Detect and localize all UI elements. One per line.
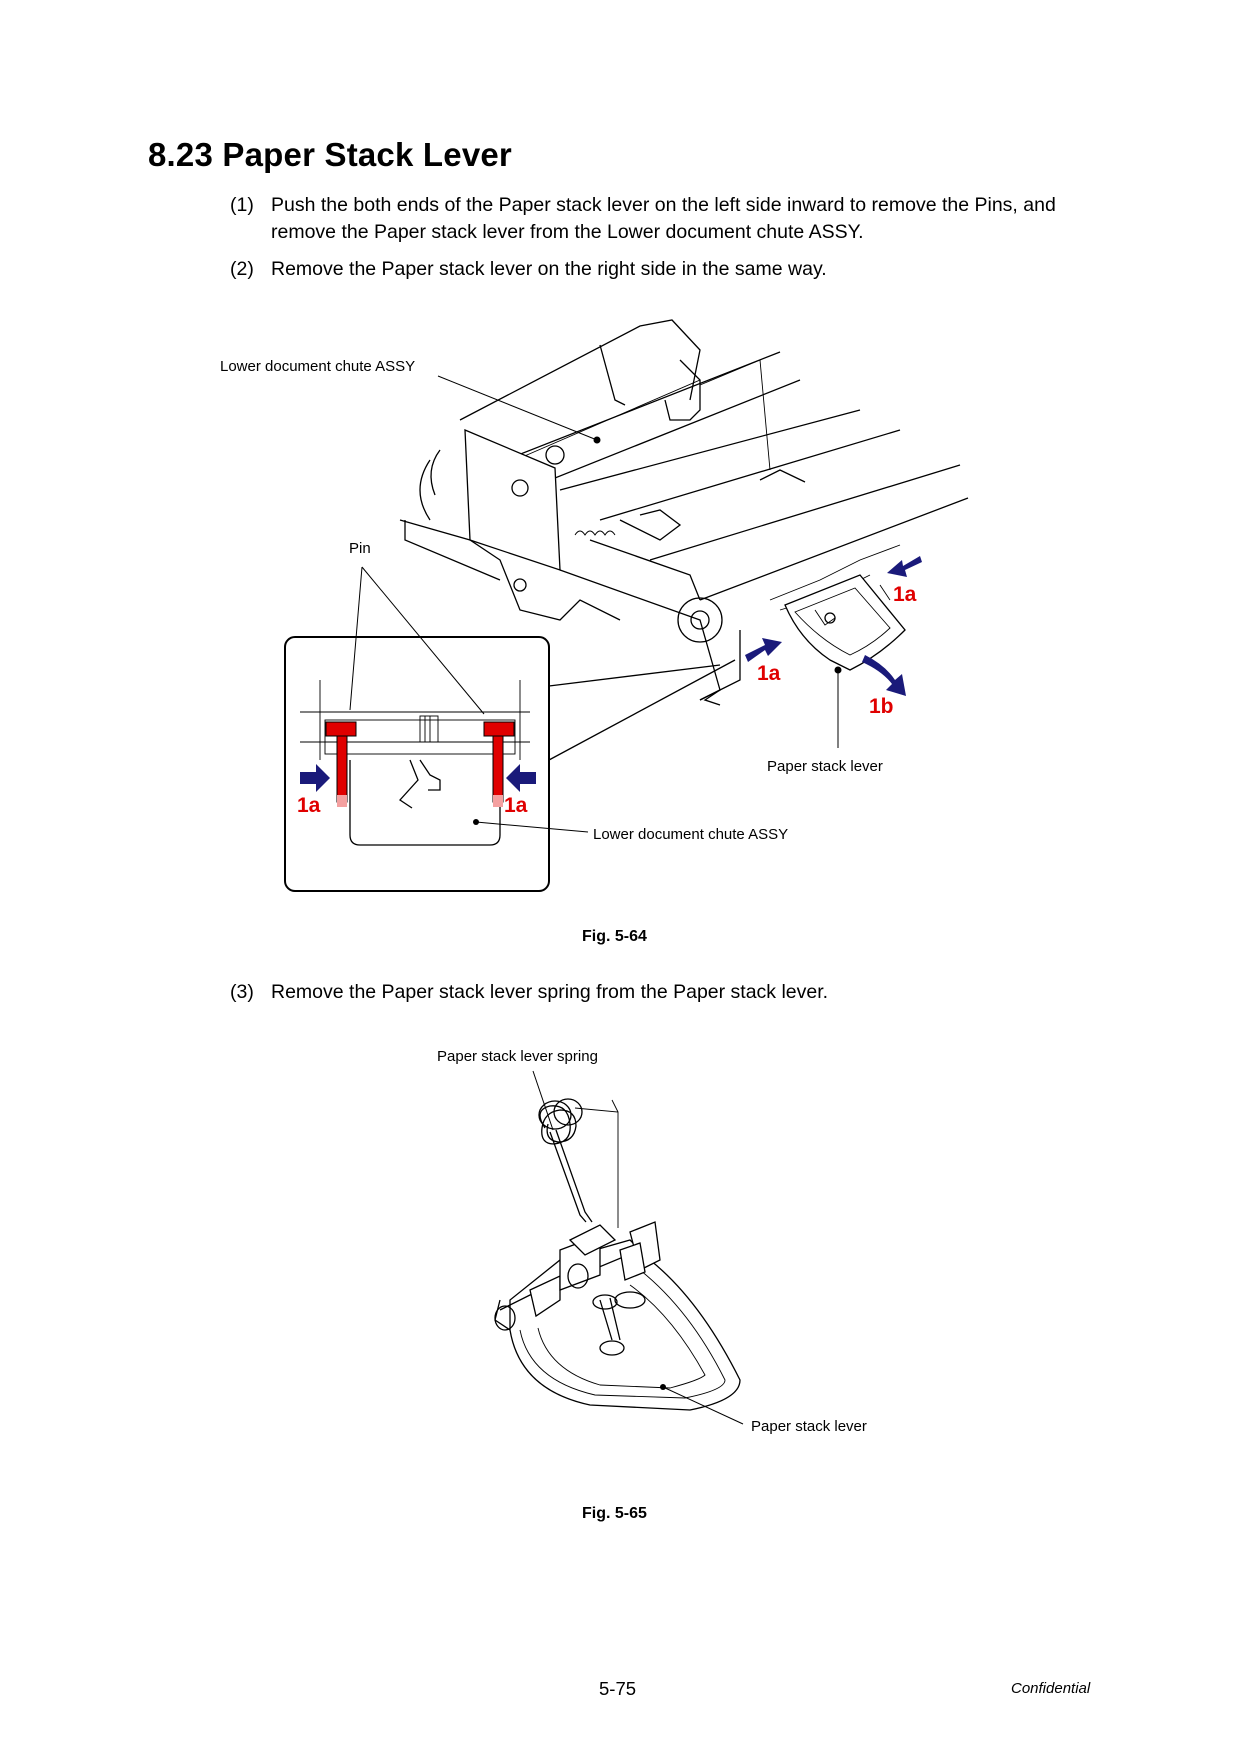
lever-drawing: [494, 1221, 741, 1411]
step-3: (3) Remove the Paper stack lever spring …: [230, 979, 1090, 1006]
callout-1a: 1a: [297, 794, 321, 817]
direction-arrows: [300, 556, 922, 792]
arrow-right-icon: [300, 764, 330, 792]
step-number: (3): [230, 981, 254, 1003]
figure-5-64-drawing: [284, 319, 969, 892]
label-lower-document-chute-assy: Lower document chute ASSY: [220, 358, 416, 375]
step-1: (1) Push the both ends of the Paper stac…: [230, 192, 1090, 246]
callout-1a: 1a: [893, 583, 917, 606]
step-text: Remove the Paper stack lever spring from…: [271, 981, 829, 1003]
arrow-right-icon: [745, 638, 782, 662]
figure-caption: Fig. 5-64: [582, 928, 647, 945]
chute-body-drawing: [399, 319, 969, 706]
step-text: Push the both ends of the Paper stack le…: [271, 194, 1056, 243]
spring-drawing: [538, 1098, 619, 1228]
callout-1a: 1a: [757, 662, 781, 685]
zoom-line: [548, 664, 721, 687]
step-number: (2): [230, 258, 254, 280]
detail-inset-drawing: [300, 680, 530, 846]
section-heading: 8.23 Paper Stack Lever: [148, 136, 512, 173]
figure-caption: Fig. 5-65: [582, 1505, 647, 1522]
label-paper-stack-lever: Paper stack lever: [767, 758, 883, 775]
arrow-left-icon: [887, 556, 922, 577]
callout-1a: 1a: [504, 794, 528, 817]
page-number: 5-75: [599, 1678, 637, 1699]
zoom-line: [548, 659, 736, 761]
label-lower-document-chute-assy-inset: Lower document chute ASSY: [593, 826, 789, 843]
label-pin: Pin: [349, 540, 371, 557]
leader-lines: [532, 1070, 744, 1425]
step-number: (1): [230, 194, 254, 216]
arrow-left-icon: [506, 764, 536, 792]
confidential-label: Confidential: [1011, 1680, 1091, 1697]
label-paper-stack-lever: Paper stack lever: [751, 1418, 867, 1435]
callout-1b: 1b: [869, 695, 894, 718]
label-paper-stack-lever-spring: Paper stack lever spring: [437, 1048, 598, 1065]
arrow-curved-icon: [862, 655, 906, 696]
leader-lines: [349, 375, 842, 833]
paper-stack-lever-drawing: [784, 574, 906, 671]
step-2: (2) Remove the Paper stack lever on the …: [230, 256, 1090, 283]
step-text: Remove the Paper stack lever on the righ…: [271, 258, 827, 280]
